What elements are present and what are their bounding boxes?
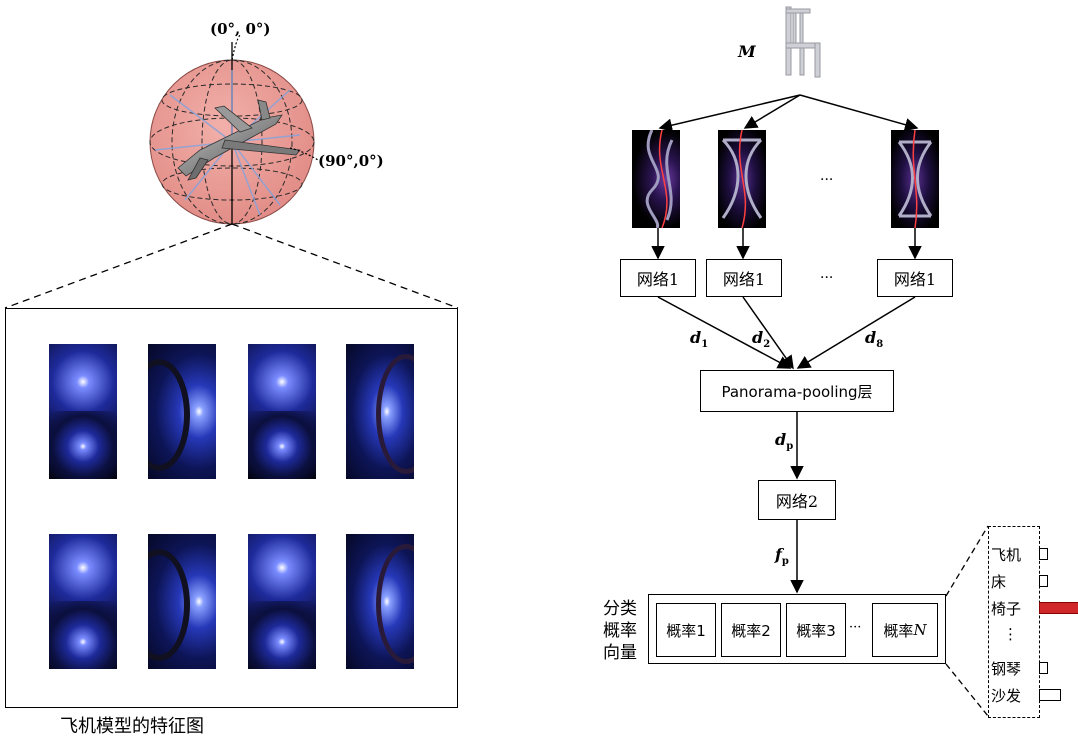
feature-map-8	[346, 534, 414, 669]
class-label-airplane: 飞机	[991, 546, 1022, 564]
network2-box: 网络2	[758, 480, 836, 520]
class-bar-piano	[1039, 662, 1048, 674]
class-output-box	[988, 526, 1040, 718]
chair-model-icon	[785, 6, 821, 78]
descriptor-dp: dp	[775, 430, 794, 453]
sphere-diagram	[4, 34, 459, 309]
descriptor-d8: d8	[865, 328, 884, 351]
model-label: M	[738, 42, 756, 61]
feature-fp: fp	[775, 545, 789, 568]
feature-map-panel	[5, 308, 458, 708]
prob-cell-3: 概率3	[786, 603, 846, 657]
class-bar-airplane	[1039, 548, 1048, 560]
class-label-sofa: 沙发	[991, 687, 1022, 705]
panorama-view-1	[632, 130, 680, 228]
feature-map-4	[346, 344, 414, 479]
class-bar-bed	[1039, 575, 1048, 587]
prob-ellipsis: ···	[849, 620, 862, 635]
coord-right-label: (90°,0°)	[318, 152, 384, 170]
descriptor-d1: d1	[690, 328, 709, 351]
class-label-chair: 椅子	[991, 600, 1022, 618]
feature-map-1	[49, 344, 117, 479]
network1-box-1: 网络1	[620, 259, 696, 297]
panorama-view-8	[891, 130, 939, 228]
class-bar-sofa	[1039, 689, 1061, 701]
network1-ellipsis: ···	[820, 270, 834, 286]
network1-box-2: 网络1	[706, 259, 782, 297]
descriptor-d2: d2	[752, 328, 771, 351]
airplane-model	[177, 99, 301, 181]
coord-top-label: (0°, 0°)	[210, 20, 271, 38]
pipeline-arrows	[651, 94, 989, 717]
left-caption: 飞机模型的特征图	[60, 716, 204, 737]
panorama-view-2	[718, 130, 766, 228]
feature-map-5	[49, 534, 117, 669]
feature-map-2	[148, 344, 216, 479]
prob-cell-2: 概率2	[721, 603, 781, 657]
feature-map-6	[148, 534, 216, 669]
class-label-ellipsis: ⋮	[1003, 625, 1018, 643]
feature-map-7	[248, 534, 316, 669]
class-label-bed: 床	[991, 573, 1007, 591]
panorama-pooling-box: Panorama-pooling层	[700, 370, 894, 412]
prob-cell-1: 概率1	[656, 603, 716, 657]
vector-label: 分类 概率 向量	[603, 599, 637, 663]
network1-box-8: 网络1	[877, 259, 953, 297]
feature-map-3	[248, 344, 316, 479]
class-bar-chair	[1039, 602, 1078, 614]
panorama-ellipsis: ···	[820, 172, 834, 188]
class-label-piano: 钢琴	[991, 660, 1022, 678]
